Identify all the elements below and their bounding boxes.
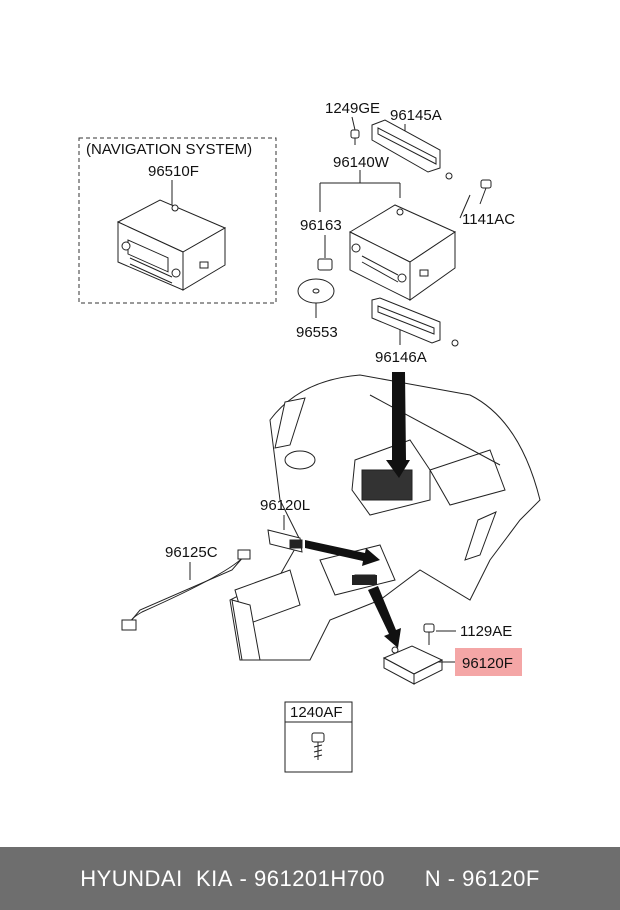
footer-n-label: N	[424, 865, 442, 891]
module-96120F-drawing	[382, 645, 444, 685]
arrow-to-96120F	[368, 586, 401, 648]
part-label-96120F: 96120F	[462, 655, 513, 672]
part-number-footer: HYUNDAI KIA - 961201H700 N - 96120F	[0, 847, 620, 910]
footer-separator-1: -	[239, 865, 248, 891]
part-label-96145A: 96145A	[390, 107, 442, 124]
part-label-96125C: 96125C	[165, 544, 218, 561]
part-label-96146A: 96146A	[375, 349, 427, 366]
part-label-1141AC: 1141AC	[462, 211, 515, 228]
part-label-1249GE: 1249GE	[325, 100, 380, 117]
part-label-96120L: 96120L	[260, 497, 310, 514]
bracket-96145A-group: 1249GE 96145A	[325, 100, 453, 180]
arrow-audio-to-dash	[386, 372, 410, 478]
part-label-1129AE: 1129AE	[460, 623, 512, 640]
footer-separator-2: -	[447, 865, 456, 891]
footer-brand: HYUNDAI KIA	[80, 865, 233, 891]
part-label-96163: 96163	[300, 217, 342, 234]
part-label-1240AF: 1240AF	[290, 704, 343, 721]
part-label-96140W: 96140W	[333, 154, 390, 171]
footer-part-number: 961201H700	[253, 865, 385, 891]
navigation-system-title: (NAVIGATION SYSTEM)	[86, 141, 252, 158]
audio-unit-group: 96140W 96163 1141AC 96553	[296, 154, 515, 366]
arrow-96120L	[305, 540, 380, 566]
navigation-unit-drawing	[116, 199, 227, 291]
part-label-96553: 96553	[296, 324, 338, 341]
audio-unit-drawing	[348, 204, 457, 301]
bolt-1240AF-box: 1240AF	[284, 701, 353, 773]
footer-n-value: 96120F	[462, 865, 540, 891]
part-highlight-96120F	[455, 648, 522, 676]
parts-diagram: (NAVIGATION SYSTEM) 96510F 1249GE 96145A	[78, 100, 541, 773]
navigation-system-group: (NAVIGATION SYSTEM) 96510F	[78, 137, 277, 304]
part-label-96510F: 96510F	[148, 163, 199, 180]
dashboard-drawing	[229, 374, 541, 661]
